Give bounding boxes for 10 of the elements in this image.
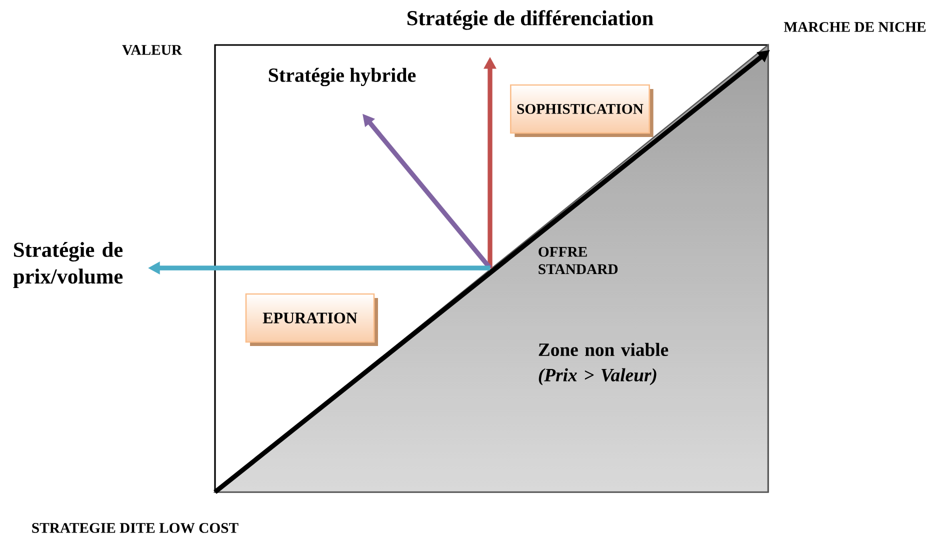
strategy-box: SOPHISTICATION [510,84,654,137]
zone-label: Zone non viable (Prix > Valeur) [538,342,668,386]
strategy-label: Stratégie de prix/volume [13,242,123,288]
strategy-label: Stratégie hybride [268,68,416,86]
axis-title: Stratégie de différenciation [408,10,654,30]
axis-end-label: STRATEGIE DITE LOW COST [32,523,238,533]
strategy-box: EPURATION [245,293,378,346]
axis-label: VALEUR [122,45,182,55]
axis-end-label: MARCHE DE NICHE [784,22,926,32]
point-label: OFFRE STANDARD [538,246,618,274]
